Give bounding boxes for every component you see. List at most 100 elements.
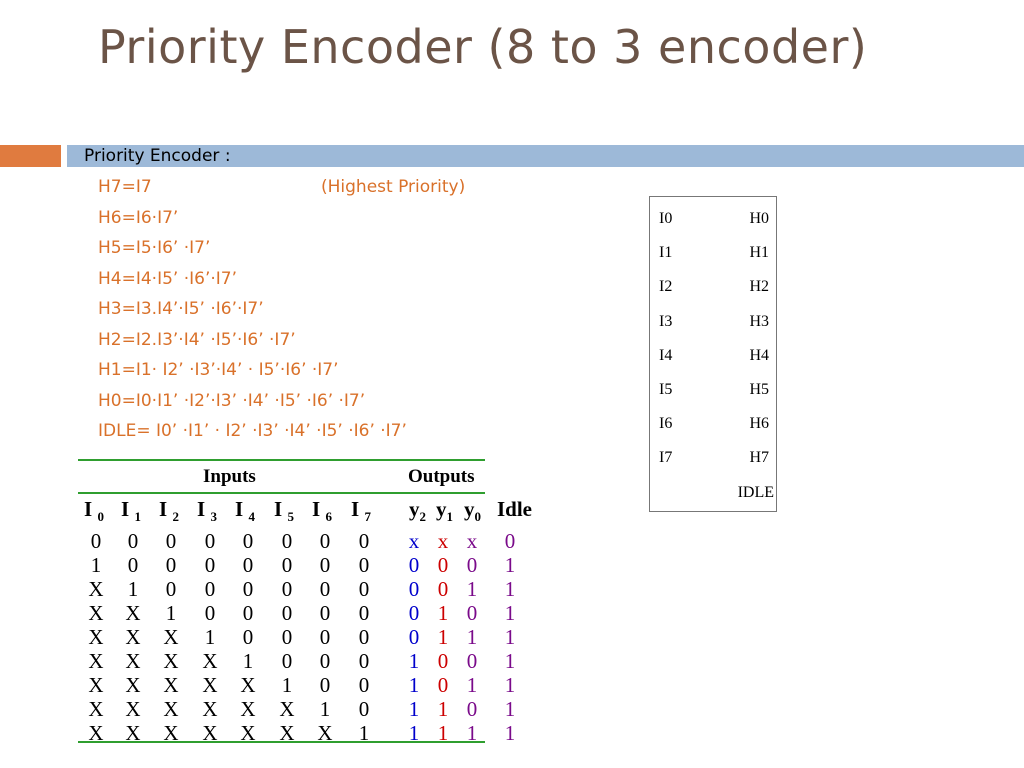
table-cell: X	[125, 697, 141, 721]
table-cell: 1	[504, 697, 516, 721]
column-subscript: 0	[474, 509, 482, 525]
table-cell: X	[163, 721, 179, 745]
equation-text: IDLE= I0’ ·I1’ · I2’ ·I3’ ·I4’ ·I5’ ·I6’…	[98, 421, 407, 441]
table-cell: 1	[504, 649, 516, 673]
table-cell: 1	[408, 673, 420, 697]
table-cell: 0	[204, 529, 216, 553]
table-cell: 0	[204, 553, 216, 577]
equation-text: H4=I4·I5’ ·I6’·I7’	[98, 268, 237, 289]
encoder-input-label: I0	[659, 210, 673, 227]
table-cell: 1	[408, 721, 420, 745]
column-subscript: 3	[210, 509, 217, 525]
encoder-input-label: I3	[659, 312, 673, 330]
encoder-input-label: I1	[659, 244, 673, 262]
equation-line: H6=I6·I7’	[98, 203, 407, 234]
table-cell: 0	[165, 529, 177, 553]
table-cell: 1	[204, 625, 216, 649]
table-cell: X	[88, 649, 104, 673]
table-cell: 1	[165, 601, 177, 625]
column-subscript: 6	[325, 509, 332, 525]
section-bar	[67, 145, 1024, 167]
table-cell: 0	[358, 673, 370, 697]
table-cell: X	[202, 721, 218, 745]
table-cell: 0	[358, 553, 370, 577]
table-cell: 1	[504, 577, 516, 601]
table-cell: X	[88, 601, 104, 625]
table-cell: 0	[242, 577, 254, 601]
encoder-input-label: I6	[659, 415, 673, 433]
idle-column-header: Idle	[497, 497, 533, 521]
encoder-output-label: H4	[749, 346, 769, 364]
encoder-input-label: I7	[659, 449, 673, 467]
table-cell: 0	[165, 577, 177, 601]
table-cell: 0	[127, 529, 139, 553]
table-cell: 0	[281, 601, 293, 625]
table-cell: 1	[281, 673, 293, 697]
table-cell: 0	[358, 649, 370, 673]
table-cell: 0	[281, 649, 293, 673]
table-cell: 0	[408, 553, 420, 577]
table-cell: 0	[437, 649, 449, 673]
table-cell: X	[240, 721, 256, 745]
output-column-header: y1	[436, 497, 453, 525]
table-cell: X	[202, 649, 218, 673]
input-column-header: I 0	[84, 497, 104, 525]
table-cell: 0	[437, 553, 449, 577]
equation-text: H1=I1· I2’ ·I3’·I4’ · I5’·I6’ ·I7’	[98, 360, 339, 380]
table-cell: X	[163, 673, 179, 697]
table-cell: 1	[504, 553, 516, 577]
outputs-header: Outputs	[408, 466, 475, 487]
table-cell: X	[163, 697, 179, 721]
table-cell: 0	[242, 553, 254, 577]
input-column-header: I 1	[121, 497, 141, 525]
encoder-output-label: H5	[749, 381, 769, 398]
table-cell: 0	[408, 577, 420, 601]
output-column-header: y0	[464, 497, 481, 525]
input-column-header: I 6	[312, 497, 332, 525]
table-cell: 0	[319, 601, 331, 625]
table-cell: 1	[504, 601, 516, 625]
table-cell: 1	[358, 721, 370, 745]
encoder-output-label: H1	[749, 244, 769, 262]
table-cell: 1	[437, 625, 449, 649]
table-cell: 0	[127, 553, 139, 577]
encoder-output-label: H7	[749, 449, 769, 467]
table-cell: 0	[319, 553, 331, 577]
column-subscript: 4	[248, 509, 255, 525]
table-cell: X	[88, 673, 104, 697]
table-cell: 1	[504, 625, 516, 649]
table-cell: 0	[319, 577, 331, 601]
table-cell: 0	[281, 529, 293, 553]
equation-text: H6=I6·I7’	[98, 207, 179, 228]
table-cell: 1	[408, 649, 420, 673]
encoder-input-label: I2	[659, 278, 673, 296]
table-cell: 0	[319, 649, 331, 673]
table-cell: X	[88, 625, 104, 649]
encoder-output-label: H0	[749, 210, 769, 227]
encoder-output-label: H3	[749, 312, 769, 330]
equation-line: H2=I2.I3’·I4’ ·I5’·I6’ ·I7’	[98, 325, 407, 356]
equation-text: H5=I5·I6’ ·I7’	[98, 238, 211, 258]
table-cell: 0	[242, 625, 254, 649]
table-cell: 0	[466, 649, 478, 673]
table-cell: X	[279, 697, 295, 721]
table-cell: 0	[408, 625, 420, 649]
table-cell: 0	[437, 673, 449, 697]
table-cell: 1	[437, 601, 449, 625]
table-cell: 1	[504, 673, 516, 697]
table-cell: 0	[358, 577, 370, 601]
table-cell: X	[125, 649, 141, 673]
table-cell: 0	[90, 529, 102, 553]
equation-line: H7=I7(Highest Priority)	[98, 172, 465, 203]
accent-bar-orange	[0, 145, 61, 167]
table-cell: 1	[466, 721, 478, 745]
column-subscript: 2	[419, 509, 427, 525]
table-cell: x	[466, 529, 478, 553]
table-cell: X	[202, 697, 218, 721]
inputs-header: Inputs	[203, 466, 256, 487]
table-cell: 1	[466, 673, 478, 697]
equation-line: H4=I4·I5’ ·I6’·I7’	[98, 264, 407, 295]
table-cell: 1	[437, 697, 449, 721]
table-cell: 0	[242, 601, 254, 625]
